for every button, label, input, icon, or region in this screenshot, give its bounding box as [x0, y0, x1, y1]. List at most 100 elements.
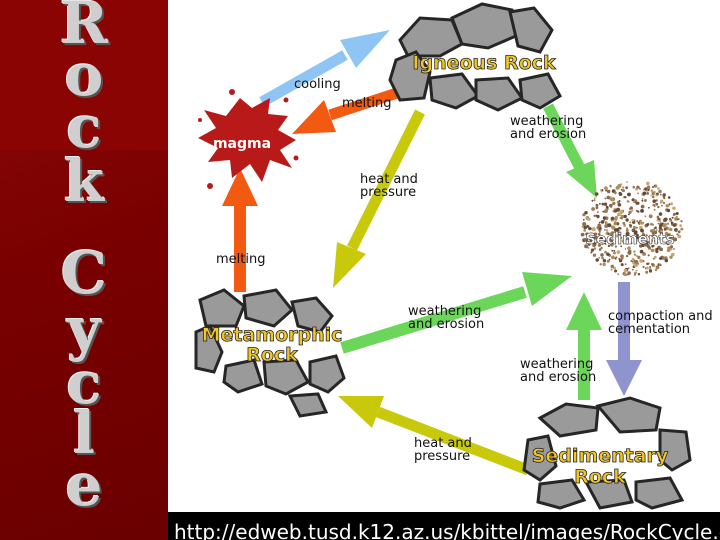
sediment-speck [636, 233, 639, 237]
sediment-speck [657, 205, 660, 209]
sediment-speck [662, 201, 666, 205]
sediment-speck [637, 210, 640, 213]
arrow-heat-bottom [338, 396, 530, 476]
sediment-speck [586, 225, 590, 228]
sediment-speck [627, 267, 630, 270]
sediment-speck [670, 221, 674, 225]
sediment-speck [627, 200, 630, 203]
sediment-speck [617, 214, 619, 217]
sediment-speck [617, 203, 622, 207]
sediment-speck [582, 222, 587, 227]
arrow-heat-top [333, 109, 425, 288]
sediment-speck [580, 232, 585, 237]
sediment-speck [631, 257, 634, 261]
sediment-speck [610, 268, 613, 271]
sediment-speck [662, 193, 666, 197]
sediment-speck [656, 215, 660, 219]
sediment-speck [610, 216, 615, 220]
rock-cycle-diagram: Igneous Rock magma Sediments [168, 0, 720, 512]
sediment-speck [599, 202, 601, 205]
sediment-speck [629, 206, 633, 210]
sediment-speck [609, 232, 614, 236]
sediment-speck [672, 206, 676, 210]
sediment-speck [592, 253, 597, 257]
sediment-speck [589, 239, 592, 242]
sediment-speck [631, 209, 634, 212]
sediment-speck [653, 239, 658, 243]
sediment-speck [667, 196, 671, 199]
sediment-speck [647, 254, 650, 257]
sediment-speck [669, 255, 673, 259]
sediment-speck [659, 264, 662, 266]
sediment-speck [666, 227, 669, 231]
sediment-speck [625, 237, 629, 241]
title-letter-c: c [66, 93, 102, 161]
sediment-speck [594, 235, 598, 240]
sediment-speck [645, 234, 648, 237]
sediment-speck [663, 217, 668, 222]
sediment-speck [618, 192, 623, 196]
sediment-speck [629, 226, 632, 229]
label-melting-top: melting [342, 96, 391, 111]
sediment-speck [650, 189, 653, 192]
sediment-speck [673, 248, 675, 250]
sediment-speck [631, 260, 634, 263]
title-letter-l: l [72, 399, 96, 467]
sediment-speck [593, 247, 597, 250]
sediment-speck [653, 184, 656, 187]
sediment-speck [642, 265, 645, 268]
sediment-speck [611, 239, 614, 243]
sediment-speck [623, 272, 627, 276]
sediment-speck [623, 225, 626, 227]
sediment-speck [669, 248, 673, 251]
source-url[interactable]: http://edweb.tusd.k12.az.us/kbittel/imag… [174, 520, 720, 540]
sediment-speck [663, 197, 666, 200]
sediment-speck [613, 249, 616, 252]
sediment-speck [591, 227, 596, 232]
sediment-speck [646, 185, 651, 190]
igneous-label: Igneous Rock [412, 52, 556, 74]
sediment-speck [626, 181, 628, 183]
sediment-speck [651, 231, 656, 235]
sediment-speck [619, 216, 622, 219]
sediment-speck [658, 212, 663, 216]
sediment-speck [641, 233, 646, 237]
sediment-speck [662, 223, 667, 227]
sediment-speck [659, 222, 662, 225]
sediment-speck [612, 197, 615, 201]
sediment-speck [672, 223, 676, 227]
sediment-speck [586, 232, 589, 235]
sediment-speck [677, 230, 681, 234]
sediment-speck [627, 250, 632, 255]
sediment-speck [597, 223, 601, 227]
sediment-speck [644, 215, 647, 218]
sediment-speck [604, 209, 608, 214]
sediment-speck [620, 257, 624, 260]
sediment-speck [659, 247, 663, 252]
sediment-speck [589, 227, 592, 230]
sediment-speck [614, 245, 618, 248]
sediment-speck [669, 228, 673, 232]
sediment-speck [612, 201, 616, 206]
sediment-speck [584, 211, 588, 215]
sediment-speck [618, 259, 623, 263]
title-sidebar: R o c k C y c l e [0, 0, 168, 540]
sediment-speck [660, 199, 664, 203]
sediment-speck [601, 242, 604, 245]
sediment-speck [606, 252, 610, 256]
sediment-speck [596, 240, 599, 243]
arrow-melting-left [222, 168, 258, 292]
sediment-speck [680, 227, 684, 231]
sediment-speck [640, 228, 644, 233]
sediment-speck [625, 231, 630, 236]
sediment-speck [613, 191, 617, 195]
sediment-speck [596, 214, 600, 219]
sediment-speck [633, 225, 636, 229]
sediment-speck [651, 192, 655, 196]
sediment-speck [613, 251, 616, 255]
sediments-label: Sediments [585, 230, 675, 248]
sediment-speck [676, 218, 679, 221]
sediment-speck [671, 252, 675, 257]
sediment-speck [606, 259, 610, 263]
sediment-speck [630, 242, 633, 245]
